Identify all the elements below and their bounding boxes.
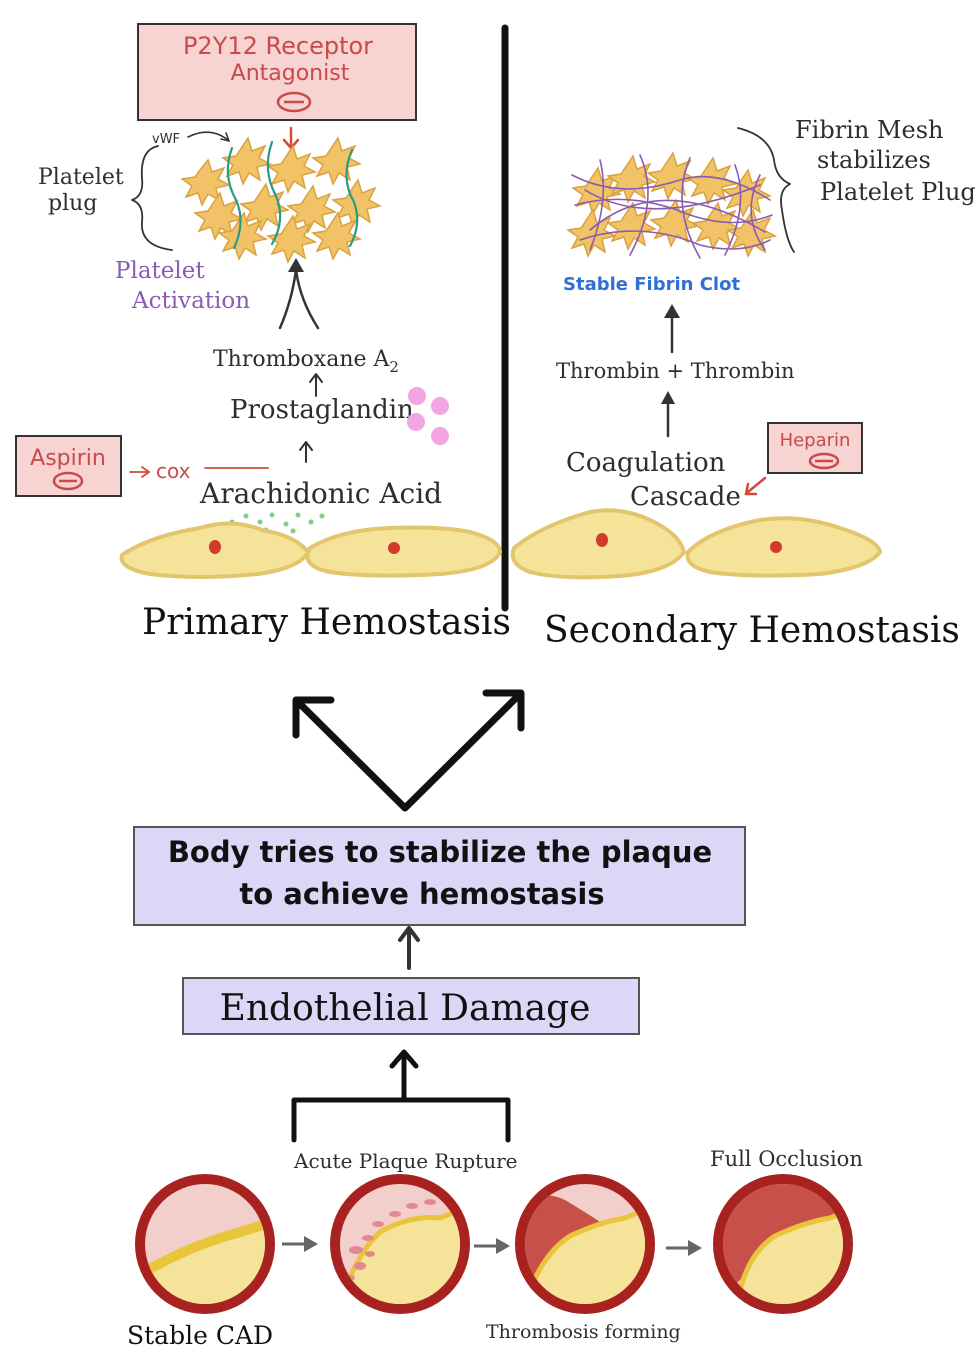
endothelial-cell	[119, 521, 311, 579]
artery-acute-rupture	[330, 1174, 470, 1314]
vwf-arrow	[187, 131, 229, 141]
thromboxane-label: Thromboxane A2	[213, 347, 399, 376]
heparin-arrow	[744, 476, 767, 496]
stable-cad-label: Stable CAD	[127, 1321, 273, 1350]
endothelial-cell	[510, 508, 687, 580]
thrombin-label: Thrombin + Thrombin	[556, 359, 795, 383]
heparin-box: Heparin	[767, 422, 863, 474]
full-occlusion-label: Full Occlusion	[710, 1147, 863, 1171]
prostaglandin-to-thromboxane-arrow	[309, 373, 323, 397]
aspirin-arrow	[129, 466, 151, 478]
platelet-plug-label-line1: Platelet	[38, 165, 124, 190]
platelet-activation-line2: Activation	[131, 288, 250, 314]
artery-thrombosis-forming	[515, 1174, 655, 1314]
secondary-hemostasis-title: Secondary Hemostasis	[544, 610, 960, 651]
platelet-activation-line1: Platelet	[115, 258, 205, 284]
p2y12-antagonist-box: P2Y12 Receptor Antagonist	[137, 23, 417, 121]
aspirin-label: Aspirin	[30, 446, 106, 471]
endothelial-cell	[305, 525, 503, 578]
platelet-plug-label-line2: plug	[48, 191, 97, 216]
platelet-plug-cluster	[180, 136, 383, 264]
thrombosis-forming-label: Thrombosis forming	[486, 1321, 681, 1343]
rupture-bracket-arrow	[291, 1049, 511, 1143]
endothelial-damage-label: Endothelial Damage	[220, 988, 591, 1029]
cox-label: cox	[156, 459, 191, 483]
arachidonic-acid-label: Arachidonic Acid	[199, 477, 442, 510]
platelet-plug-brace	[131, 145, 173, 251]
endothelial-damage-box: Endothelial Damage	[182, 977, 640, 1035]
fibrin-clot-cluster	[566, 151, 778, 259]
coagulation-to-thrombin-arrow	[661, 391, 675, 438]
vwf-label: vWF	[152, 132, 180, 147]
aspirin-box: Aspirin	[15, 435, 122, 497]
inhibit-icon	[52, 471, 84, 491]
fibrin-brace	[737, 127, 795, 253]
stage-arrow	[282, 1236, 318, 1252]
split-arrows	[292, 689, 525, 812]
fibrin-mesh-line3: Platelet Plug	[820, 178, 976, 206]
inhibit-icon	[276, 91, 312, 113]
coagulation-line1: Coagulation	[566, 448, 726, 478]
fibrin-mesh-line1: Fibrin Mesh	[795, 116, 943, 144]
p2y12-label-line2: Antagonist	[231, 61, 350, 86]
stabilize-plaque-box: Body tries to stabilize the plaque to ac…	[133, 826, 746, 926]
prostaglandin-label: Prostaglandin	[230, 395, 414, 425]
stabilize-line2: to achieve hemostasis	[239, 877, 604, 911]
arachidonic-to-prostaglandin-arrow	[299, 441, 313, 463]
inhibit-icon	[808, 452, 840, 470]
artery-stable-cad	[135, 1174, 275, 1314]
prostaglandin-dots	[407, 387, 449, 445]
endothelial-cell	[685, 516, 883, 578]
coagulation-line2: Cascade	[630, 482, 741, 512]
stage-arrow	[666, 1240, 702, 1256]
activation-arrow	[278, 258, 320, 330]
artery-full-occlusion	[713, 1174, 853, 1314]
acute-plaque-rupture-label: Acute Plaque Rupture	[293, 1149, 517, 1173]
p2y12-arrow	[282, 126, 300, 150]
fibrin-mesh-line2: stabilizes	[817, 146, 931, 174]
primary-hemostasis-title: Primary Hemostasis	[142, 602, 511, 643]
p2y12-label-line1: P2Y12 Receptor	[183, 32, 373, 60]
endothelial-to-stabilize-arrow	[398, 926, 420, 970]
heparin-label: Heparin	[780, 430, 851, 451]
stage-arrow	[474, 1238, 510, 1254]
stabilize-line1: Body tries to stabilize the plaque	[168, 835, 712, 869]
stable-fibrin-clot-label: Stable Fibrin Clot	[563, 274, 740, 295]
thrombin-to-clot-arrow	[664, 304, 680, 354]
